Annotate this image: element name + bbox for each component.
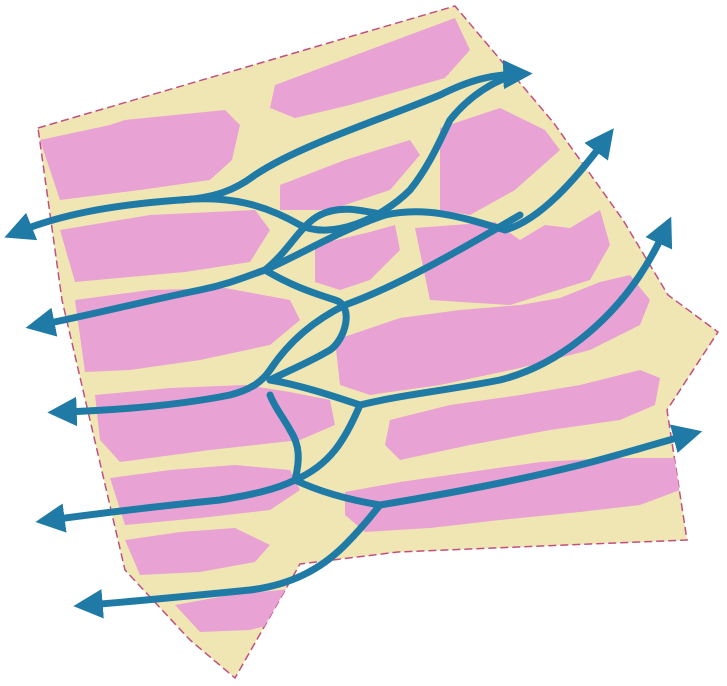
site-plan-diagram [0, 0, 727, 686]
